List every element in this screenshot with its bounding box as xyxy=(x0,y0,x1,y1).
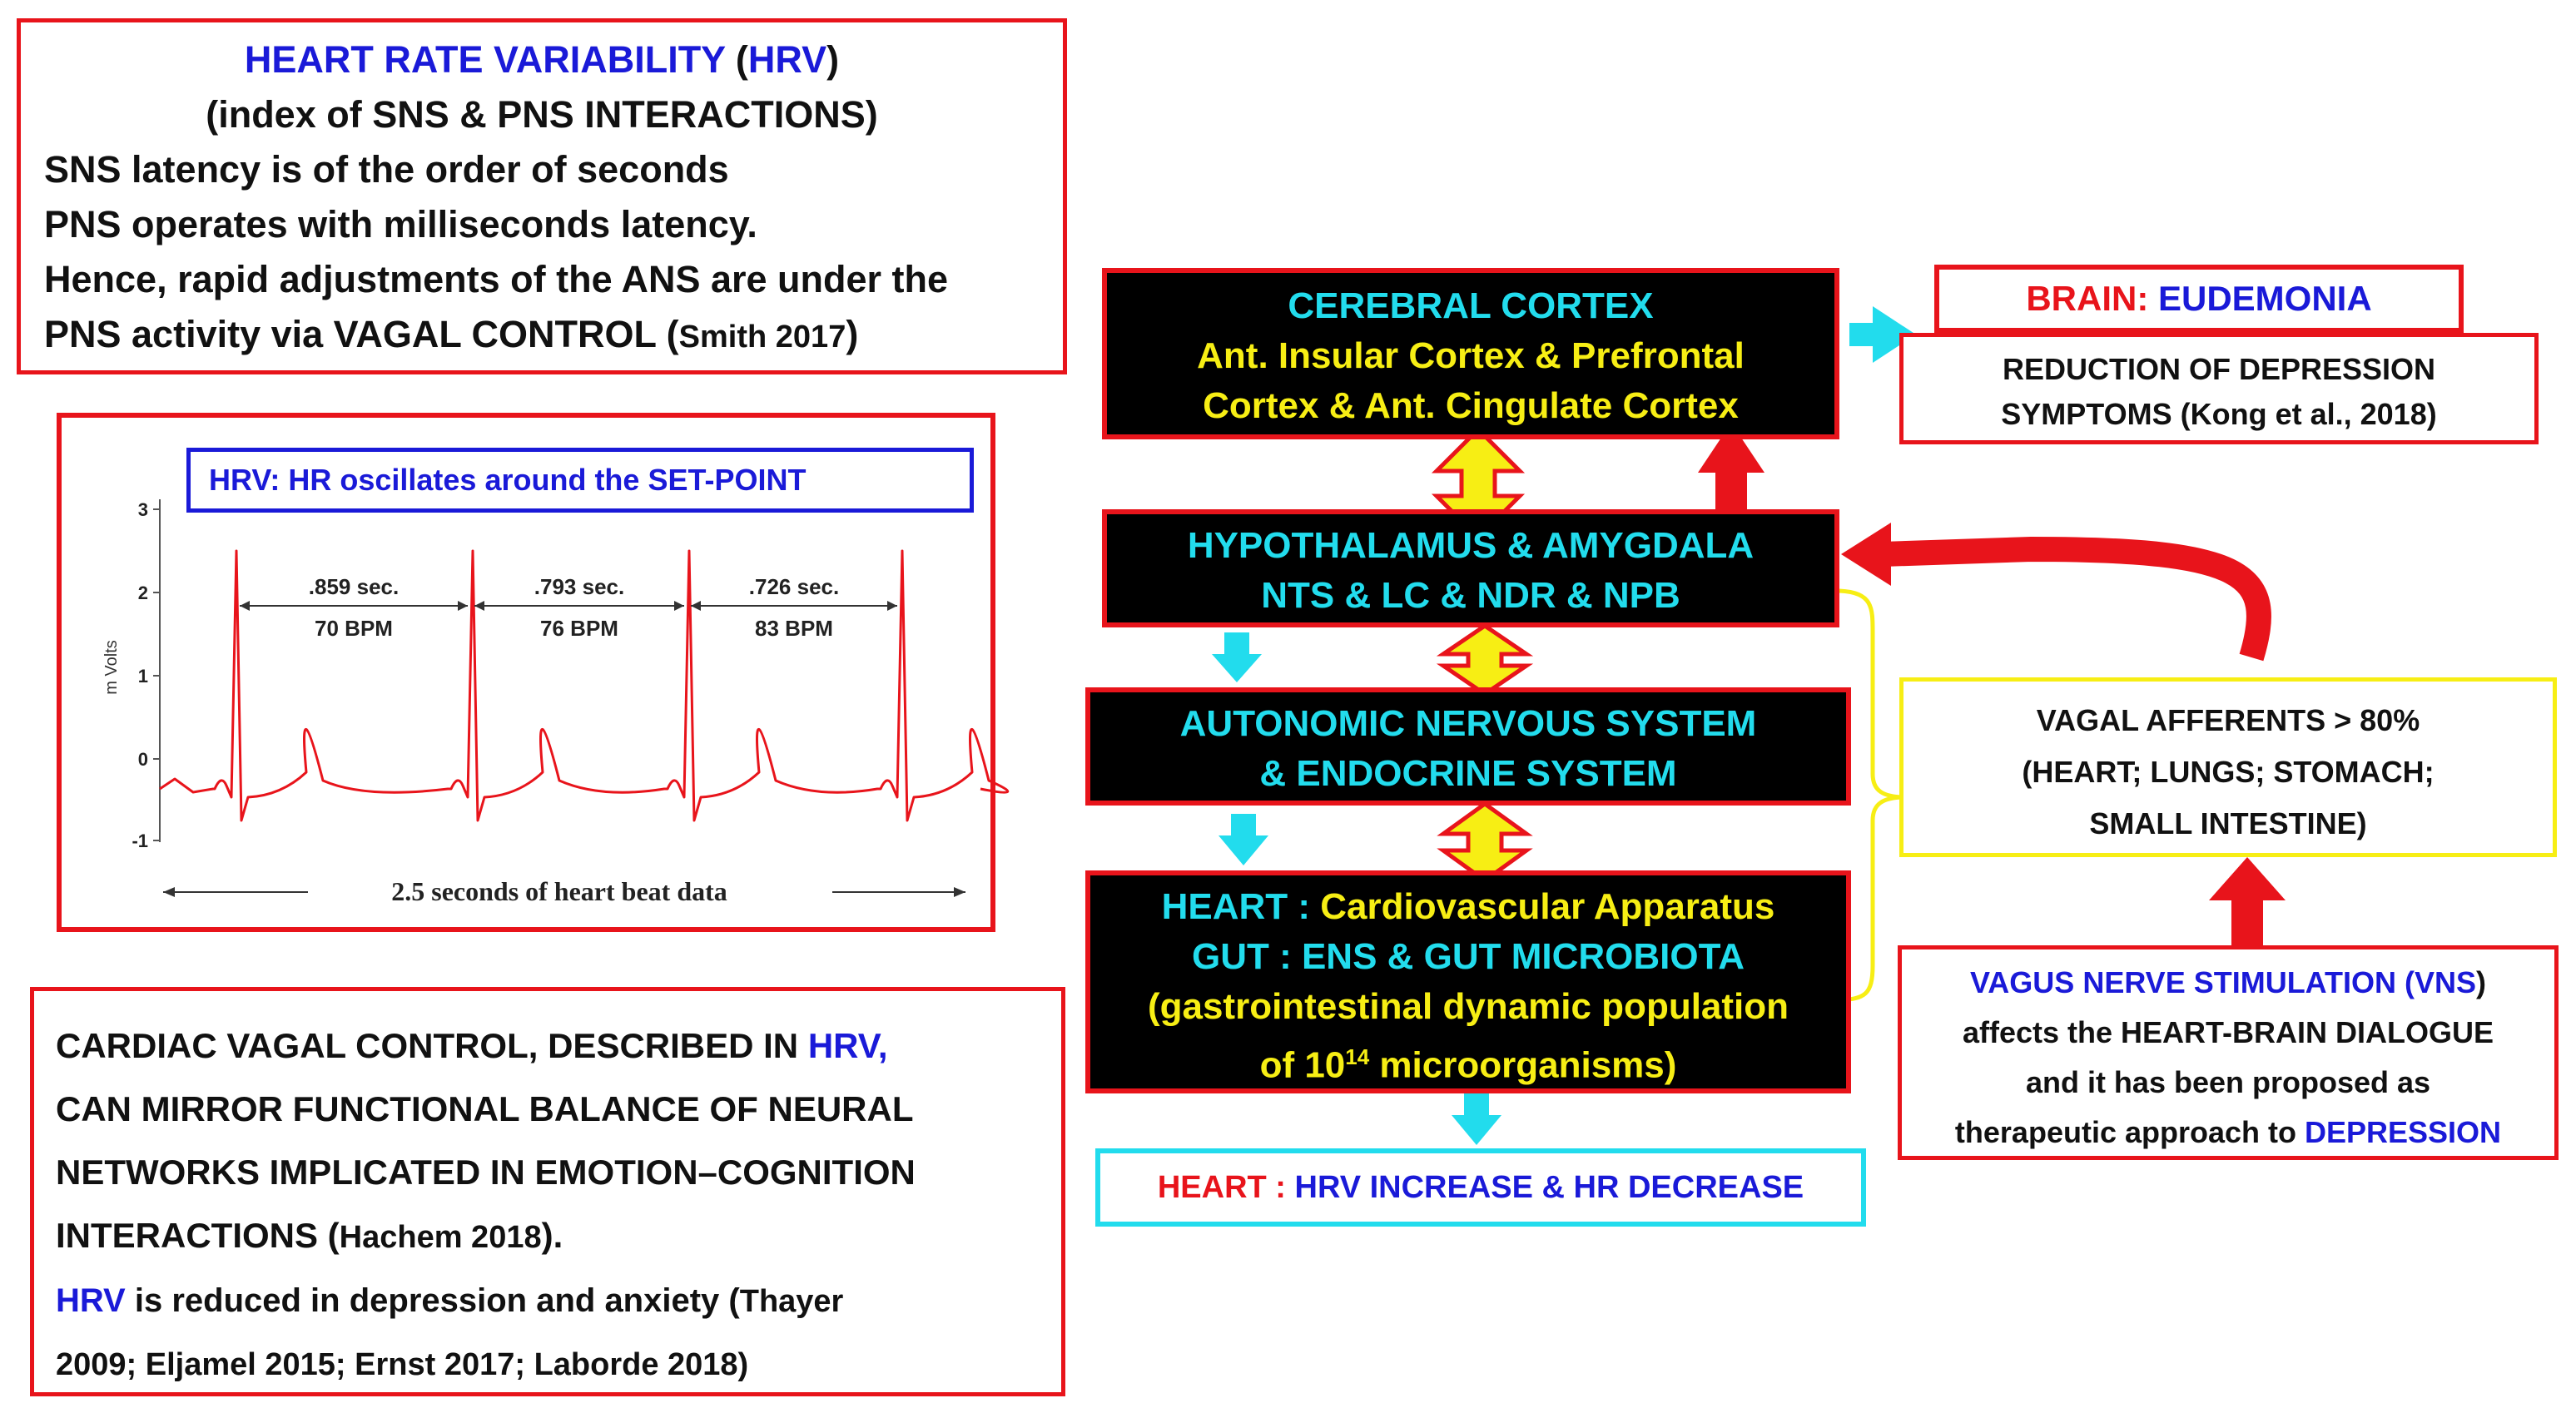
afferents-line-3: SMALL INTESTINE) xyxy=(2089,806,2367,840)
vns-box: VAGUS NERVE STIMULATION (VNS) affects th… xyxy=(1898,945,2559,1160)
red-arrow-vns-shaft xyxy=(2231,892,2263,945)
cortex-line-1: CEREBRAL CORTEX xyxy=(1288,285,1654,326)
cyan-arrow-down-3-shaft xyxy=(1464,1093,1489,1118)
depression-line-2: SYMPTOMS (Kong et al., 2018) xyxy=(2001,397,2437,431)
ecg-y-tick-label: 0 xyxy=(138,749,148,770)
vns-line-4: therapeutic approach to DEPRESSION xyxy=(1954,1115,2502,1149)
brain-value: EUDEMONIA xyxy=(2157,279,2372,318)
yellow-double-arrow-2 xyxy=(1436,622,1534,697)
vagal-line-4: INTERACTIONS (Hachem 2018). xyxy=(56,1216,563,1255)
red-curve-arrow-shaft xyxy=(1882,536,2271,662)
hrv-line-4: PNS activity via VAGAL CONTROL (Smith 20… xyxy=(44,313,859,355)
hrv-title: HEART RATE VARIABILITY (HRV) xyxy=(244,38,840,81)
brain-label: BRAIN: xyxy=(2026,279,2158,318)
cyan-arrow-down-1-head xyxy=(1212,654,1262,682)
hypothalamus-line-2: NTS & LC & NDR & NPB xyxy=(1261,575,1680,616)
cyan-arrow-down-2-head xyxy=(1219,835,1268,865)
hrv-citation: Smith 2017 xyxy=(678,320,846,354)
ecg-y-tick-label: -1 xyxy=(132,830,148,851)
vagal-line-3: NETWORKS IMPLICATED IN EMOTION–COGNITION xyxy=(56,1153,916,1192)
cortex-line-3: Cortex & Ant. Cingulate Cortex xyxy=(1203,385,1739,426)
ans-line-2: & ENDOCRINE SYSTEM xyxy=(1259,753,1677,794)
afferents-line-2: (HEART; LUNGS; STOMACH; xyxy=(2022,755,2435,789)
cyan-arrow-down-1-shaft xyxy=(1224,632,1249,656)
ecg-interval-arrow-right xyxy=(887,601,897,611)
ecg-span-arrow-right xyxy=(954,887,965,897)
yellow-double-arrow-3 xyxy=(1437,801,1533,884)
heart-gut-line-1: HEART : Cardiovascular Apparatus xyxy=(1161,886,1775,927)
hrv-line-1: SNS latency is of the order of seconds xyxy=(44,148,729,191)
ecg-interval-seconds: .859 sec. xyxy=(309,574,399,599)
heart-gut-box: HEART : Cardiovascular Apparatus GUT : E… xyxy=(1085,870,1851,1093)
ecg-caption: HRV: HR oscillates around the SET-POINT xyxy=(209,463,807,497)
hrv-line-3: Hence, rapid adjustments of the ANS are … xyxy=(44,258,949,300)
ecg-interval-bpm: 76 BPM xyxy=(540,616,618,641)
ecg-interval-seconds: .726 sec. xyxy=(749,574,839,599)
depression-line-1: REDUCTION OF DEPRESSION xyxy=(2002,352,2436,386)
ecg-interval-arrow-left xyxy=(691,601,701,611)
ecg-x-caption: 2.5 seconds of heart beat data xyxy=(391,876,727,906)
outcome-box: HEART : HRV INCREASE & HR DECREASE xyxy=(1095,1148,1866,1227)
ecg-interval-arrow-right xyxy=(674,601,684,611)
ecg-y-tick-label: 2 xyxy=(138,583,148,603)
ecg-y-tick-label: 1 xyxy=(138,666,148,687)
ecg-trace xyxy=(159,549,1009,822)
vagal-line-1: CARDIAC VAGAL CONTROL, DESCRIBED IN HRV, xyxy=(56,1026,888,1065)
hrv-subtitle: (index of SNS & PNS INTERACTIONS) xyxy=(206,93,878,136)
red-arrow-up-to-cortex-head xyxy=(1698,423,1764,473)
heart-gut-line-3: (gastrointestinal dynamic population xyxy=(1147,986,1789,1027)
hypothalamus-line-1: HYPOTHALAMUS & AMYGDALA xyxy=(1187,525,1755,566)
cyan-arrow-down-2-shaft xyxy=(1231,814,1256,837)
cyan-arrow-brain-head xyxy=(1873,306,1916,363)
cortex-line-2: Ant. Insular Cortex & Prefrontal xyxy=(1197,335,1745,376)
ecg-caption-box: HRV: HR oscillates around the SET-POINT xyxy=(186,448,974,513)
cyan-arrow-down-3-head xyxy=(1452,1115,1501,1145)
hrv-title-abbr: HRV xyxy=(747,38,827,81)
vagal-line-2: CAN MIRROR FUNCTIONAL BALANCE OF NEURAL xyxy=(56,1089,914,1128)
ans-endocrine-box: AUTONOMIC NERVOUS SYSTEM & ENDOCRINE SYS… xyxy=(1085,687,1851,806)
red-arrow-up-to-cortex-shaft xyxy=(1715,466,1747,518)
red-curve-arrow-head xyxy=(1841,523,1891,586)
vagal-line-5: HRV is reduced in depression and anxiety… xyxy=(56,1282,844,1319)
heart-gut-line-4: of 1014 microorganisms) xyxy=(1259,1044,1677,1086)
hrv-definition-box: HEART RATE VARIABILITY (HRV) (index of S… xyxy=(17,18,1067,374)
depression-reduction-box: REDUCTION OF DEPRESSION SYMPTOMS (Kong e… xyxy=(1899,333,2539,444)
ecg-y-tick-label: 3 xyxy=(138,499,148,520)
cerebral-cortex-box: CEREBRAL CORTEX Ant. Insular Cortex & Pr… xyxy=(1102,268,1839,439)
vns-line-2: affects the HEART-BRAIN DIALOGUE xyxy=(1962,1015,2494,1049)
heart-gut-line-2: GUT : ENS & GUT MICROBIOTA xyxy=(1191,936,1745,977)
ecg-interval-seconds: .793 sec. xyxy=(534,574,624,599)
cyan-arrow-brain-shaft xyxy=(1849,323,1874,346)
vagal-line-6: 2009; Eljamel 2015; Ernst 2017; Laborde … xyxy=(56,1347,749,1382)
ecg-span-arrow-left xyxy=(163,887,175,897)
ecg-interval-bpm: 70 BPM xyxy=(315,616,393,641)
outcome-text: HRV INCREASE & HR DECREASE xyxy=(1294,1170,1804,1205)
hrv-title-main: HEART RATE VARIABILITY xyxy=(244,38,726,81)
ecg-interval-arrow-left xyxy=(240,601,250,611)
ecg-interval-arrow-left xyxy=(474,601,484,611)
ans-line-1: AUTONOMIC NERVOUS SYSTEM xyxy=(1179,703,1757,744)
red-arrow-vns-head xyxy=(2209,857,2286,900)
outcome-heart-label: HEART : xyxy=(1157,1170,1295,1205)
vagal-afferents-box: VAGAL AFFERENTS > 80% (HEART; LUNGS; STO… xyxy=(1899,677,2557,857)
vns-line-1: VAGUS NERVE STIMULATION (VNS) xyxy=(1969,965,2487,999)
vns-line-3: and it has been proposed as xyxy=(2025,1065,2431,1099)
hypothalamus-box: HYPOTHALAMUS & AMYGDALA NTS & LC & NDR &… xyxy=(1102,509,1839,627)
afferents-line-1: VAGAL AFFERENTS > 80% xyxy=(2036,703,2420,737)
ecg-interval-arrow-right xyxy=(458,601,468,611)
brain-eudemonia-box: BRAIN: EUDEMONIA xyxy=(1934,265,2464,333)
vagal-control-box: CARDIAC VAGAL CONTROL, DESCRIBED IN HRV,… xyxy=(30,987,1065,1396)
ecg-interval-bpm: 83 BPM xyxy=(755,616,833,641)
hrv-line-2: PNS operates with milliseconds latency. xyxy=(44,203,757,245)
